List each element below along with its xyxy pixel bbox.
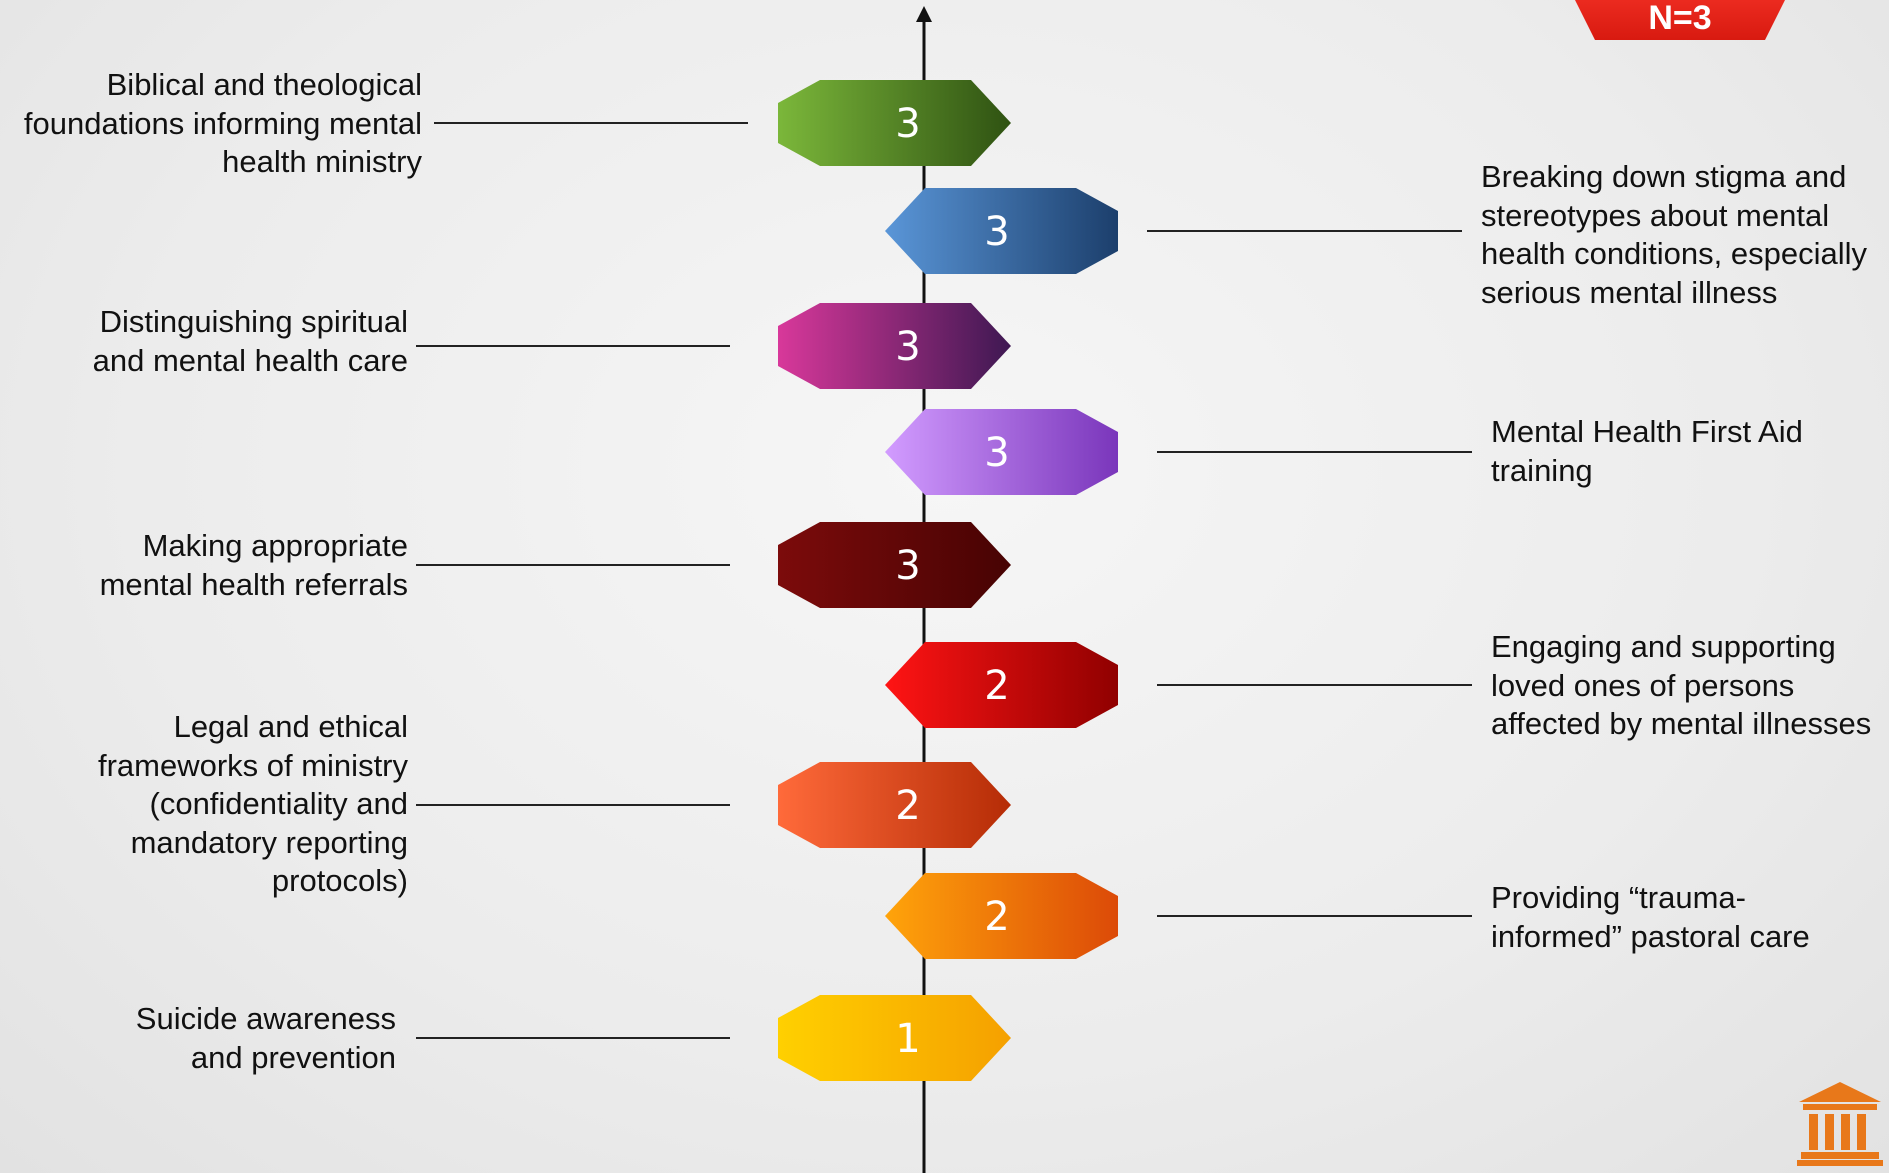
tag-mhfa-training: [885, 409, 1118, 495]
count-trauma-informed-care: 2: [984, 894, 1009, 940]
count-breaking-stigma: 3: [984, 209, 1009, 255]
tag-biblical-foundations: [778, 80, 1011, 166]
tag-trauma-informed-care: [885, 873, 1118, 959]
tag-mental-health-referrals: [778, 522, 1011, 608]
tag-supporting-loved-ones: [885, 642, 1118, 728]
tag-legal-ethical-frameworks: [778, 762, 1011, 848]
label-spiritual-vs-mental-care: Distinguishing spiritual and mental heal…: [92, 304, 408, 378]
label-suicide-awareness: Suicide awareness and prevention: [135, 1001, 396, 1075]
tag-breaking-stigma: [885, 188, 1118, 274]
label-breaking-stigma: Breaking down stigma and stereotypes abo…: [1481, 159, 1868, 310]
count-mental-health-referrals: 3: [895, 543, 920, 589]
count-biblical-foundations: 3: [895, 101, 920, 147]
count-supporting-loved-ones: 2: [984, 663, 1009, 709]
label-mhfa-training: Mental Health First Aid training: [1491, 414, 1803, 488]
label-trauma-informed-care: Providing “trauma- informed” pastoral ca…: [1491, 880, 1810, 954]
label-legal-ethical-frameworks: Legal and ethical frameworks of ministry…: [97, 709, 408, 898]
tag-spiritual-vs-mental-care: [778, 303, 1011, 389]
axis-arrowhead-icon: [916, 6, 932, 22]
label-mental-health-referrals: Making appropriate mental health referra…: [99, 528, 408, 602]
count-legal-ethical-frameworks: 2: [895, 783, 920, 829]
sample-size-badge: N=3: [1555, 0, 1805, 40]
tag-suicide-awareness: [778, 995, 1011, 1081]
count-mhfa-training: 3: [984, 430, 1009, 476]
label-biblical-foundations: Biblical and theological foundations inf…: [23, 67, 422, 179]
label-supporting-loved-ones: Engaging and supporting loved ones of pe…: [1491, 629, 1872, 741]
sample-size-label: N=3: [1648, 0, 1712, 37]
count-suicide-awareness: 1: [895, 1016, 920, 1062]
count-spiritual-vs-mental-care: 3: [895, 324, 920, 370]
institution-building-icon: [1797, 1082, 1883, 1166]
